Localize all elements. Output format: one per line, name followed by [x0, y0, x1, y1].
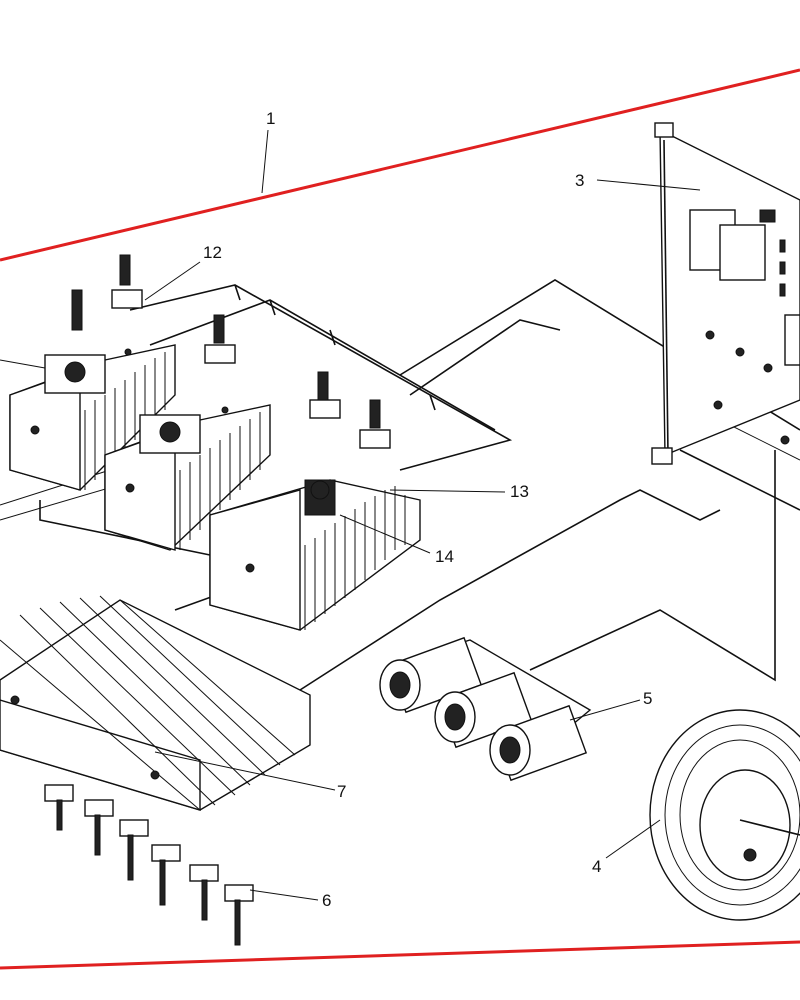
control-board-pcb	[651, 122, 800, 465]
callout-labels: 1 3 4 5 6 7 12 13 14	[203, 109, 652, 910]
callout-5: 5	[643, 689, 652, 708]
main-heatsink	[0, 595, 311, 811]
transistor-clamps	[71, 254, 391, 449]
callout-12: 12	[203, 243, 222, 262]
enclosure-boundary	[0, 68, 800, 970]
callout-13: 13	[510, 482, 529, 501]
callout-6: 6	[322, 891, 331, 910]
toroidal-transformer	[649, 709, 800, 921]
heatsink-module-a	[9, 344, 176, 491]
capacitors	[379, 636, 592, 782]
callout-3: 3	[575, 171, 584, 190]
callout-4: 4	[592, 857, 601, 876]
igbt-transistors	[44, 784, 254, 946]
heatsink-module-b	[104, 404, 271, 551]
heatsink-module-c	[209, 479, 421, 631]
callout-14: 14	[435, 547, 454, 566]
callout-1: 1	[266, 109, 275, 128]
leader-lines	[0, 129, 701, 901]
callout-7: 7	[337, 782, 346, 801]
